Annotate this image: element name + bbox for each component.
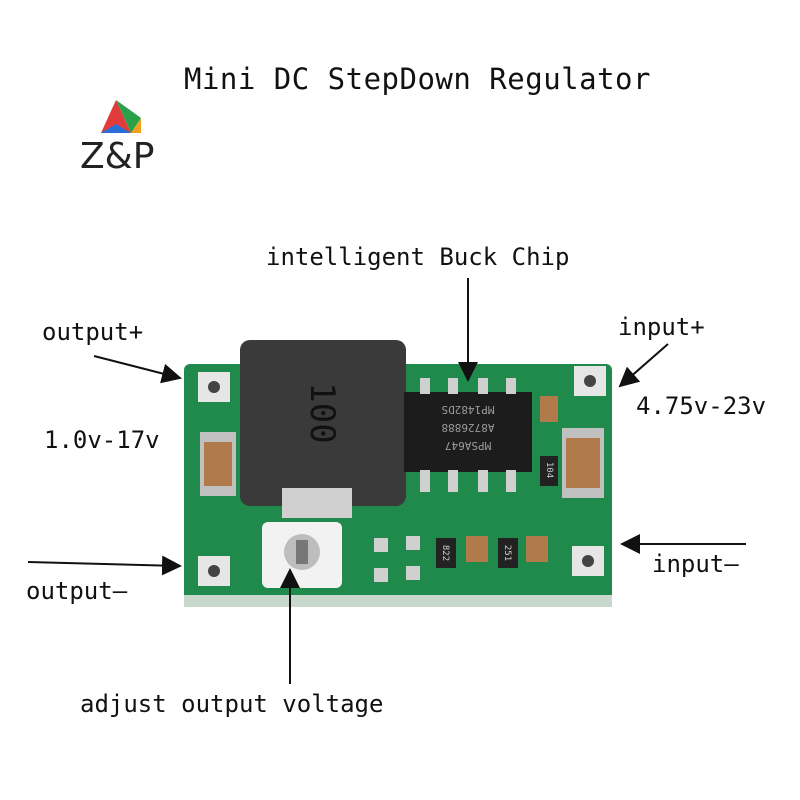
arrow-input-plus — [618, 343, 669, 388]
label-output-minus: output— — [26, 577, 128, 605]
chip-line-1: MP1482DS — [442, 403, 495, 416]
page-title: Mini DC StepDown Regulator — [184, 62, 651, 96]
label-input-plus: input+ — [618, 313, 705, 341]
capacitor-input — [566, 438, 600, 488]
chip-line-3: MPSA647 — [445, 439, 491, 452]
buck-chip — [404, 392, 532, 472]
label-input-minus: input— — [652, 550, 739, 578]
inductor-marking: 100 — [302, 382, 342, 443]
label-output-range: 1.0v-17v — [44, 426, 160, 454]
chip-line-2: A8726888 — [442, 421, 495, 434]
label-output-plus: output+ — [42, 318, 144, 346]
capacitor-output — [204, 442, 232, 486]
resistor-mark-1: 822 — [440, 545, 450, 561]
label-adjust: adjust output voltage — [80, 690, 384, 718]
arrow-output-minus — [27, 555, 182, 576]
arrow-output-plus — [93, 355, 182, 384]
resistor-mark-2: 251 — [502, 545, 512, 561]
brand-logo-text: Z&P — [80, 136, 155, 177]
label-chip: intelligent Buck Chip — [266, 243, 570, 271]
inductor — [240, 340, 406, 506]
label-input-range: 4.75v-23v — [636, 392, 767, 420]
resistor-mark-3: 104 — [544, 462, 554, 478]
